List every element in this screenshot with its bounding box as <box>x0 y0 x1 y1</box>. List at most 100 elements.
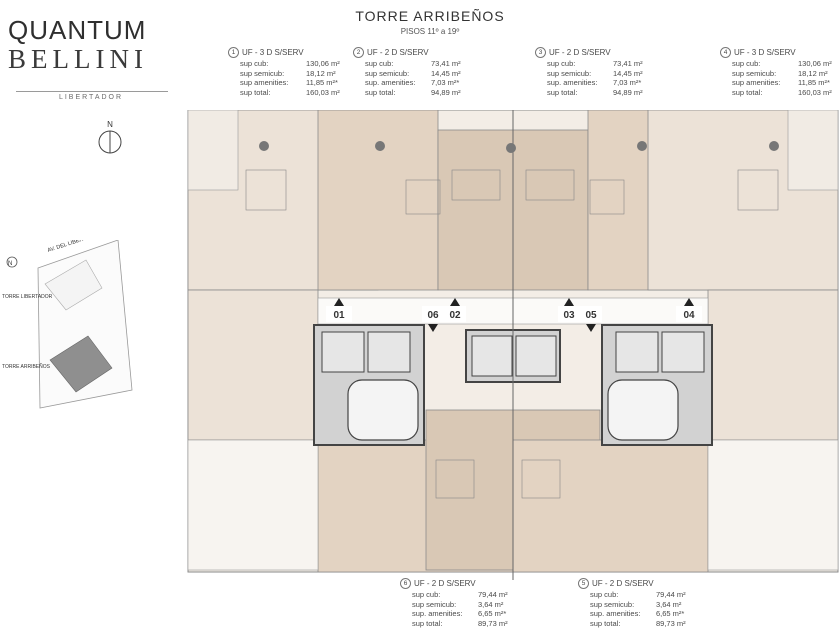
table-icon <box>589 179 625 215</box>
site-label-arribenos: TORRE ARRIBEÑOS <box>2 363 51 370</box>
spec-label: sup total: <box>547 87 578 97</box>
spec-label: sup total: <box>365 87 396 97</box>
unit-2-living <box>437 129 514 291</box>
unit-type: UF - 2 D S/SERV <box>549 47 611 57</box>
column-marker <box>375 141 385 151</box>
logo-bellini: BELLINI <box>8 44 148 74</box>
terrace-right <box>787 110 839 191</box>
plan-title: TORRE ARRIBEÑOS PISOS 11º a 19º <box>320 8 540 36</box>
unit-type: UF - 2 D S/SERV <box>592 578 654 588</box>
entry-arrow-icon <box>334 298 344 306</box>
tag-label: 04 <box>683 310 695 321</box>
unit-type: UF - 3 D S/SERV <box>734 47 796 57</box>
elevator-shaft <box>661 331 705 373</box>
bed-icon <box>451 169 501 201</box>
unit-number-badge: 6 <box>400 578 411 589</box>
spec-value: 3,64 m² <box>478 599 504 609</box>
spec-label: sup semicub: <box>590 599 635 609</box>
tag-label: 06 <box>427 310 439 321</box>
site-tower-arribenos <box>49 335 113 393</box>
unit-number-badge: 3 <box>535 47 546 58</box>
entry-arrow-icon <box>428 324 438 332</box>
spec-label: sup. amenities: <box>547 78 598 87</box>
spec-label: sup semicub: <box>732 68 777 78</box>
stair-left <box>347 379 419 441</box>
spec-value: 94,89 m² <box>613 87 643 97</box>
spec-value: 94,89 m² <box>431 87 461 97</box>
unit-6-living <box>425 409 514 571</box>
site-compass-icon <box>6 256 18 268</box>
table-icon <box>737 169 779 211</box>
floor-plan: 01 06 02 03 05 04 <box>187 110 839 580</box>
elevator-shaft <box>515 335 557 377</box>
unit-number-badge: 4 <box>720 47 731 58</box>
spec-label: sup. amenities: <box>590 609 641 618</box>
spec-label: sup cub: <box>732 59 761 68</box>
spec-label: sup total: <box>590 618 621 628</box>
elevator-shaft <box>615 331 659 373</box>
plan-tag-02: 02 <box>444 306 466 322</box>
plan-tag-01: 01 <box>326 306 352 322</box>
spec-label: sup semicub: <box>412 599 457 609</box>
entry-arrow-icon <box>684 298 694 306</box>
north-compass-icon: N <box>98 120 122 154</box>
plan-tag-05: 05 <box>580 306 602 322</box>
tag-label: 03 <box>563 310 575 321</box>
bed-icon <box>525 169 575 201</box>
terrace-left <box>187 110 239 191</box>
spec-label: sup cub: <box>412 590 441 599</box>
entry-arrow-icon <box>564 298 574 306</box>
spec-label: sup cub: <box>240 59 269 68</box>
spec-value: 130,06 m² <box>306 59 340 68</box>
spec-label: sup total: <box>732 87 763 97</box>
spec-value: 7,03 m²* <box>613 78 642 87</box>
column-marker <box>637 141 647 151</box>
spec-value: 73,41 m² <box>613 59 643 68</box>
brand-logo: QUANTUM BELLINI LIBERTADOR <box>8 16 174 101</box>
unit-2-area <box>317 110 439 291</box>
spec-label: sup semicub: <box>547 68 592 78</box>
spec-label: sup cub: <box>547 59 576 68</box>
tag-label: 01 <box>333 310 345 321</box>
unit-number-badge: 5 <box>578 578 589 589</box>
column-marker <box>259 141 269 151</box>
spec-value: 160,03 m² <box>306 87 340 97</box>
logo-libertador: LIBERTADOR <box>58 94 124 101</box>
site-plan: N AV. DEL LIBERTADOR TORRE LIBERTADOR TO… <box>2 240 133 409</box>
table-icon <box>245 169 287 211</box>
spec-label: sup total: <box>412 618 443 628</box>
spec-value: 79,44 m² <box>656 590 686 599</box>
spec-value: 14,45 m² <box>431 68 461 78</box>
spec-value: 7,03 m²* <box>431 78 460 87</box>
spec-value: 73,41 m² <box>431 59 461 68</box>
spec-value: 11,85 m²* <box>306 78 338 87</box>
floors-range: PISOS 11º a 19º <box>400 27 460 36</box>
tag-label: 02 <box>449 310 461 321</box>
unit-number-badge: 1 <box>228 47 239 58</box>
unit-type: UF - 3 D S/SERV <box>242 47 304 57</box>
spec-label: sup amenities: <box>240 78 289 87</box>
spec-label: sup semicub: <box>365 68 410 78</box>
unit-type: UF - 2 D S/SERV <box>414 578 476 588</box>
unit-3-living <box>512 129 589 291</box>
lower-right-void <box>707 439 839 571</box>
site-compass-letter: N <box>8 261 12 267</box>
unit-type: UF - 2 D S/SERV <box>367 47 429 57</box>
spec-value: 6,65 m²* <box>478 609 507 618</box>
lower-left-void <box>187 439 319 571</box>
site-tower-libertador <box>44 259 103 311</box>
unit-1-rooms <box>187 289 319 441</box>
unit-number-badge: 2 <box>353 47 364 58</box>
spec-value: 6,65 m²* <box>656 609 685 618</box>
column-marker <box>769 141 779 151</box>
spec-value: 160,03 m² <box>798 87 832 97</box>
spec-label: sup cub: <box>365 59 394 68</box>
spec-value: 89,73 m² <box>656 618 686 628</box>
spec-label: sup. amenities: <box>365 78 416 87</box>
spec-value: 18,12 m² <box>306 68 336 78</box>
